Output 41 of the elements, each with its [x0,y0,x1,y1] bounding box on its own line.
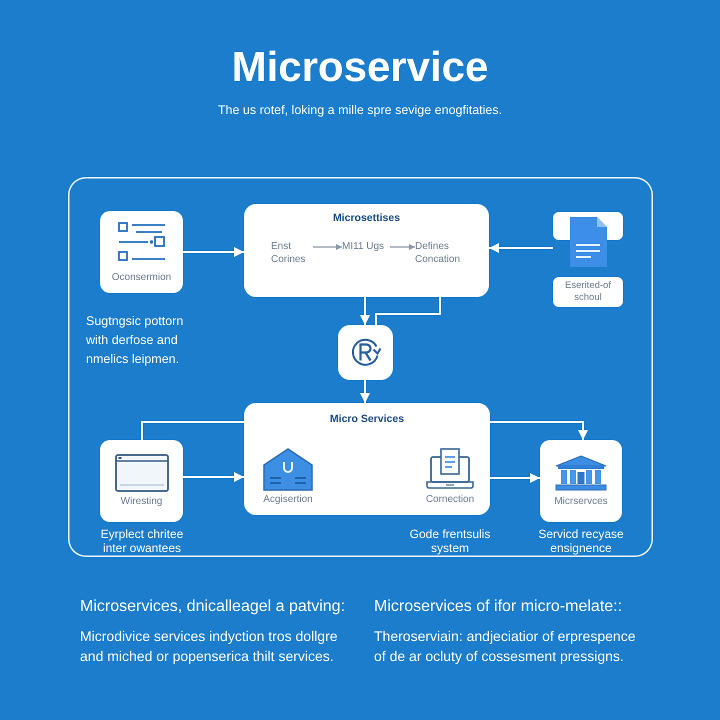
panel-heading: Microsettises [332,212,400,225]
description-text: Theroserviain: andjeciatior of erprespence of de ar ocluty of cossesment pressigns. [374,627,636,666]
description-text: Microservices of ifor micro-melate:: [374,597,622,617]
arrow [313,244,342,250]
panel-heading: Micro Services [330,413,404,426]
item-label: Cornection [426,494,474,506]
service-card [100,440,183,522]
item-label: Acgisertion [263,494,313,506]
connector-line [141,421,244,440]
document-icon [553,212,623,268]
arrow [183,472,244,482]
card-label: Wiresting [120,496,162,508]
tag-label: Eserited-of schoul [564,280,612,304]
arrow [490,421,588,440]
step-label: Enst Corines [271,240,313,266]
caption-text: Servicd recyase ensignence [537,527,625,555]
diagram-title: Microservice [232,42,488,92]
arrow [183,247,244,257]
arrow [490,473,540,483]
subtitle-text: The us rotef, loking a mille spre sevige enogfitaties. [218,102,502,119]
service-panel [244,403,490,515]
description-text: Microservices, dnicalleagel a patving: [80,597,346,617]
description-text: Microdivice services indyction tros dollgre and miched or popenserica thilt services. [80,627,339,666]
service-card [100,211,183,293]
step-label: Defines Concation [415,240,475,266]
caption-text: Eyrplect chritee inter owantees [100,527,184,555]
caption-text: Sugtngsic pottorn with derfose and nmelics leipmen. [86,313,184,368]
label-card [553,277,623,307]
registered-mark-icon [338,325,393,380]
service-card [540,440,622,522]
service-panel [244,204,489,297]
caption-text: Gode frentsulis system [408,527,492,555]
arrow [390,244,415,250]
step-label: MI11 Ugs [342,240,390,253]
card-label: Oconsermion [112,272,172,284]
arrow [360,380,370,403]
diagram-frame [68,177,653,557]
card-label: Micrservces [554,496,608,508]
arrow [489,243,553,253]
connector-line [375,297,441,325]
arrow [360,297,370,325]
